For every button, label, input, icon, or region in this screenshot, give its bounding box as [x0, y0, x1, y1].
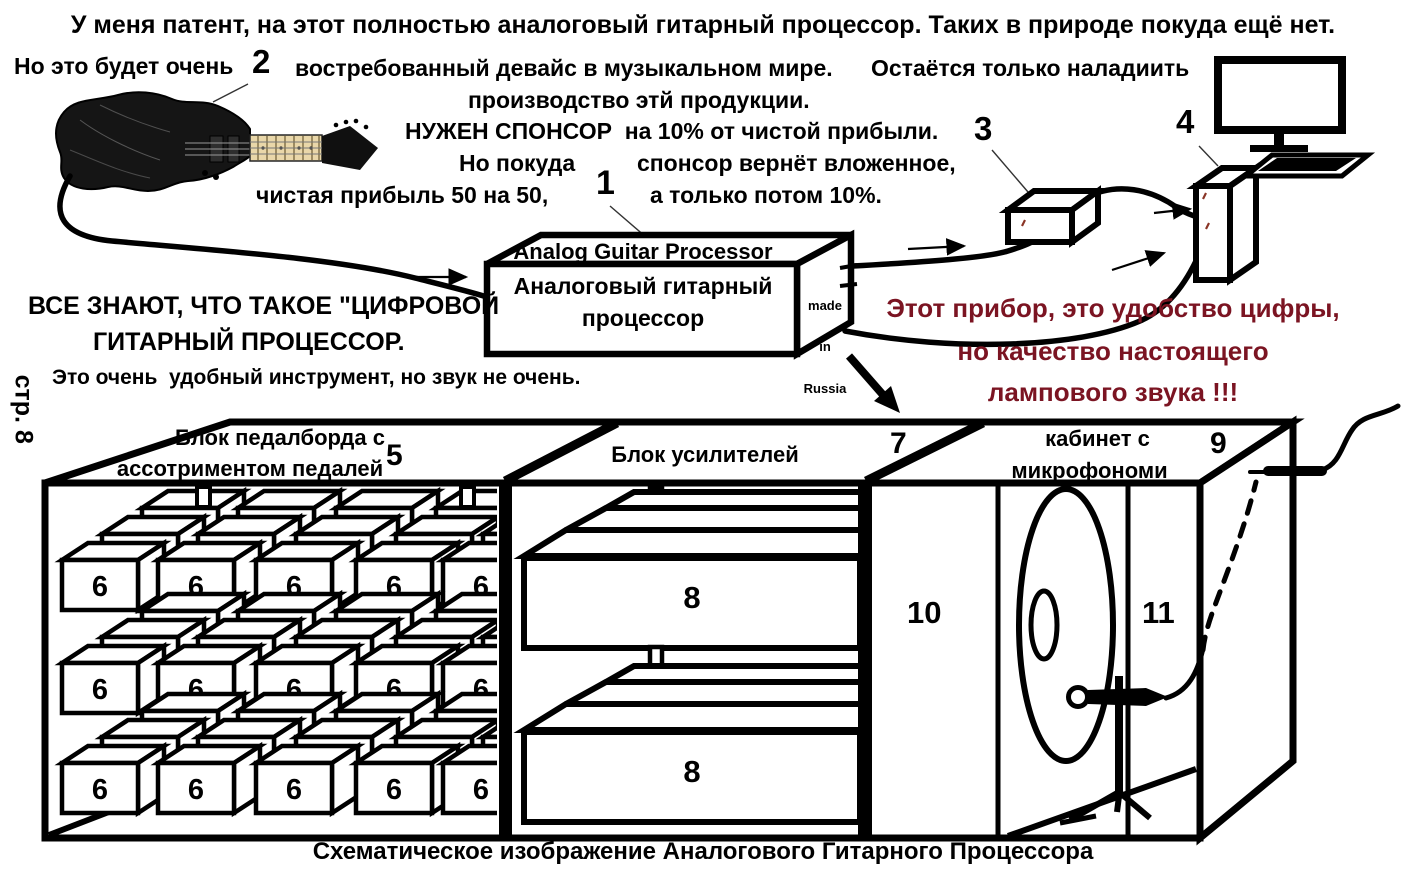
interface-to-computer-cable — [1081, 186, 1210, 243]
note-but-for-now: Но покуда — [459, 150, 576, 176]
amp-unit-1-label: 8 — [683, 580, 701, 615]
note-remains-to-set-up: Остаётся только наладиить — [871, 55, 1190, 81]
digital-note-line3: Это очень удобный инструмент, но звук не… — [52, 366, 581, 389]
note-sponsor-needed: НУЖЕН СПОНСОР на 10% от чистой прибыли. — [405, 118, 939, 144]
cabinet-label-line2: микрофономи — [1011, 458, 1168, 483]
amp-block-label: Блок усилителей — [611, 442, 799, 467]
callout-5: 5 — [386, 439, 403, 472]
note-only-then-10: а только потом 10%. — [650, 182, 882, 208]
monitor — [1214, 56, 1346, 152]
agp-title-ru-line2: процессор — [581, 305, 705, 331]
schematic-caption: Схематическое изображение Аналогового Ги… — [312, 838, 1094, 865]
pedal-label: 6 — [286, 774, 302, 806]
divider-pedals-amps — [499, 483, 512, 838]
pedal-label: 6 — [386, 774, 402, 806]
red-note-line2: но качество настоящего — [957, 336, 1269, 366]
pedal-label: 6 — [188, 774, 204, 806]
red-note-line3: лампового звука !!! — [987, 377, 1239, 407]
pedal-block-label-line2: ассотриментом педалей — [116, 456, 384, 481]
guitar-headstock — [322, 118, 378, 170]
note-profit-50-50: чистая прибыль 50 на 50, — [256, 182, 549, 208]
agp-title-ru-line1: Аналоговый гитарный — [513, 273, 773, 299]
callout-1: 1 — [596, 164, 615, 202]
note-sponsor-returns: спонсор вернёт вложенное, — [637, 150, 956, 176]
pedal-label: 6 — [92, 674, 108, 706]
callout-2: 2 — [252, 43, 271, 80]
digital-note-line1: ВСЕ ЗНАЮТ, ЧТО ТАКОЕ "ЦИФРОВОЙ — [28, 292, 500, 320]
analog-guitar-processor-box — [483, 229, 858, 360]
pedal-ceiling-connectors — [195, 485, 476, 509]
callout-3: 3 — [974, 110, 993, 147]
processor-to-computer-cable — [842, 247, 1204, 348]
pedal-label: 6 — [473, 774, 489, 806]
pedal-label: 6 — [92, 774, 108, 806]
electric-guitar-illustration — [55, 91, 378, 193]
computer-tower — [1186, 162, 1266, 286]
title-line: У меня патент, на этот полностью аналого… — [70, 11, 1336, 39]
note-demanded-device: востребованный девайс в музыкальном мире… — [295, 55, 833, 81]
microphone-cable — [1163, 403, 1401, 701]
processor-to-schematic-arrow — [845, 353, 900, 413]
divider-amps-cabinet — [858, 483, 872, 838]
note-production: производство этй продукции. — [468, 87, 810, 113]
guitar-cable — [57, 173, 490, 300]
cabinet-label-line1: кабинет с — [1045, 426, 1150, 451]
amp-unit-2-label: 8 — [683, 754, 701, 789]
microphone-on-stand — [1059, 676, 1168, 826]
jack-plug-marks — [1021, 192, 1210, 230]
callout-11: 11 — [1142, 595, 1175, 630]
keyboard — [1238, 152, 1376, 179]
guitar-neck — [249, 134, 325, 162]
callout-9: 9 — [1210, 427, 1227, 460]
callout-10: 10 — [907, 595, 942, 630]
page-number: стр. 8 — [9, 374, 38, 444]
made-in-russia-label: made in Russia — [803, 297, 847, 396]
pedal-block-label-line1: Блок педалборда с — [175, 425, 385, 450]
callout-4: 4 — [1176, 103, 1195, 140]
pedal-label: 6 — [92, 571, 108, 603]
agp-title-en: Analog Guitar Processor — [513, 239, 773, 264]
red-note-line1: Этот прибор, это удобство цифры, — [886, 293, 1340, 323]
callout-7: 7 — [890, 427, 907, 460]
speaker-cone — [1016, 486, 1116, 764]
speaker-dust-cap — [1028, 588, 1060, 662]
note-will-be-very: Но это будет очень — [14, 53, 234, 79]
digital-note-line2: ГИТАРНЫЙ ПРОЦЕССОР. — [93, 328, 405, 356]
audio-interface-box — [998, 185, 1108, 248]
flow-arrows — [408, 202, 1193, 286]
